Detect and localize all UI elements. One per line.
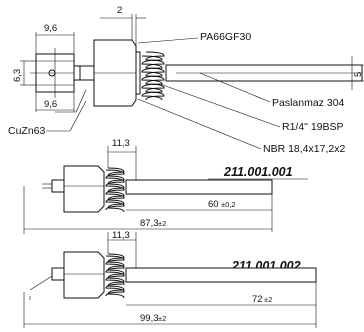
dim-total-len-tol: ±2 [158, 314, 166, 323]
dim-rod-len-tol: ±2 [264, 295, 272, 304]
dim-flange-gap: 2 [117, 5, 122, 16]
side-section [79, 39, 363, 107]
dim-total-len: 87,3 [140, 218, 159, 229]
dim-nut-width: 9,6 [44, 23, 57, 34]
dim-total-len: 99,3 [140, 313, 159, 324]
label-oring: NBR 18,4x17,2x2 [263, 143, 345, 155]
label-head-material: PA66GF30 [200, 31, 251, 43]
top-view: 9,6 6,3 9,6 CuZn63 [8, 5, 364, 155]
variant-2: 211.001.002 11,3 72 ±2 99,3 ±2 [23, 230, 317, 328]
dim-body-len: 11,3 [112, 230, 130, 241]
thread-top [141, 55, 163, 101]
label-thread: R1/4" 19BSP [282, 121, 344, 133]
label-rod-material: Paslanmaz 304 [272, 97, 345, 109]
end-view [30, 48, 82, 98]
dim-total-len-tol: ±2 [158, 219, 166, 228]
variant-1: 211.001.001 11,3 60 ±0,2 87,3 ±2 [23, 138, 308, 234]
variant-code: 211.001.001 [223, 165, 293, 179]
dim-rod-diameter: 5 [353, 72, 364, 77]
label-pin-material: CuZn63 [8, 125, 46, 137]
dim-rod-len: 72 [252, 294, 263, 305]
dim-body-len: 11,3 [112, 138, 130, 149]
dim-hex-height: 6,3 [12, 69, 23, 82]
dim-rod-len: 60 [208, 199, 219, 210]
dim-pin-width: 9,6 [44, 99, 57, 110]
dim-rod-len-tol: ±0,2 [221, 200, 236, 209]
